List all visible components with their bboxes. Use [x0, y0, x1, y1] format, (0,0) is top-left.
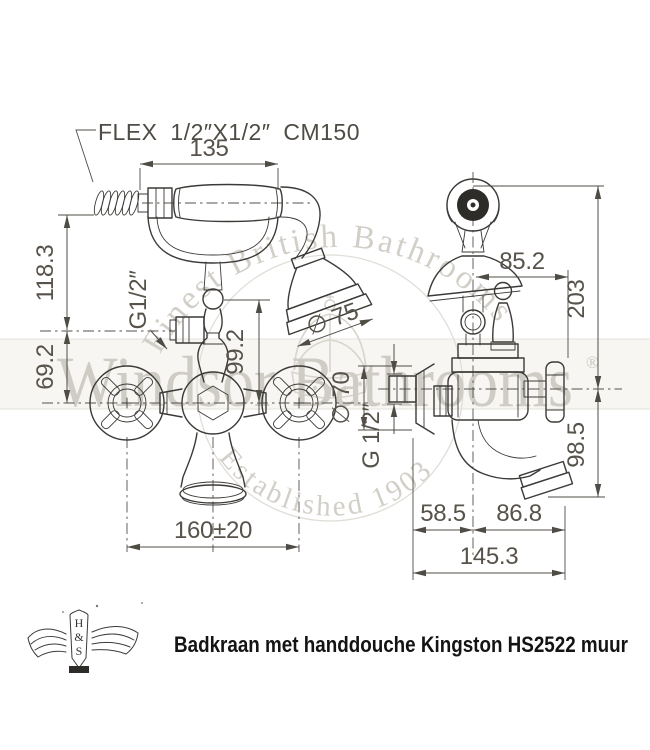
handshower-handle: [173, 183, 321, 260]
right-wing-icon: [91, 626, 139, 655]
hex-nut: [197, 385, 229, 421]
logo-letter-h: H: [75, 616, 84, 630]
svg-text:G1/2″: G1/2″: [125, 270, 152, 330]
dim-69-2: 69.2: [32, 331, 71, 403]
cross-handle-edge: [545, 361, 565, 423]
flex-label: FLEX 1/2″X1/2″ CM150: [98, 119, 360, 145]
coupling-nut: [433, 385, 453, 417]
spout-front: [180, 432, 198, 488]
svg-text:118.3: 118.3: [32, 245, 59, 302]
svg-text:160±20: 160±20: [174, 517, 252, 544]
dim-145-3: 145.3: [413, 543, 565, 577]
svg-text:135: 135: [189, 135, 228, 162]
dim-99-2: 99.2: [222, 299, 270, 403]
logo-letter-amp: &: [74, 630, 84, 644]
watermark-arc-bottom: Established 1903: [213, 442, 440, 523]
svg-text:203: 203: [563, 279, 590, 318]
svg-text:145.3: 145.3: [460, 543, 519, 570]
watermark-arc-top: Finest British Bathrooms: [136, 219, 521, 359]
svg-text:85.2: 85.2: [499, 248, 545, 275]
left-wing-icon: [27, 628, 67, 658]
dim-135: 135: [139, 135, 279, 190]
footer: H & S Badkraan met handdouche Kingston H…: [27, 602, 628, 673]
dim-203: 203: [563, 186, 602, 389]
watermark-seal-circle: [196, 254, 464, 522]
dim-g12-front: G1/2″: [125, 270, 168, 350]
spout-side: [451, 419, 574, 500]
dim-g12-side: G 1/2″: [358, 344, 402, 469]
watermark-brand-text: Windsor Bathrooms: [57, 342, 573, 422]
flex-annotation: FLEX 1/2″X1/2″ CM150: [75, 119, 360, 183]
svg-text:99.2: 99.2: [222, 329, 249, 375]
side-view-drawing: [378, 172, 622, 556]
dim-86-8: 86.8: [473, 500, 565, 534]
valve-body-front: [89, 365, 337, 506]
handshower-head: ∅ 75: [285, 247, 373, 347]
product-caption: Badkraan met handdouche Kingston HS2522 …: [174, 632, 628, 657]
valve-body-side: [388, 343, 565, 435]
hose-outlet: [169, 316, 205, 344]
holder-and-lever: [460, 281, 516, 351]
dim-head-diameter: ∅ 75: [303, 297, 362, 341]
dim-160-20: 160±20: [127, 517, 299, 551]
svg-text:G 1/2″: G 1/2″: [358, 403, 385, 469]
dim-118-3: 118.3: [32, 214, 94, 330]
side-view-dimensions: 85.2 203 98.5 ∅ 70 G 1/2″ 58.5: [328, 185, 605, 580]
logo-banner: [69, 666, 89, 673]
wall-thread: [388, 375, 417, 403]
svg-text:69.2: 69.2: [32, 344, 59, 390]
lever-ball: [493, 281, 513, 301]
svg-text:86.8: 86.8: [496, 500, 542, 527]
svg-text:∅ 70: ∅ 70: [328, 371, 355, 424]
dim-98-5: 98.5: [548, 389, 605, 498]
dim-58-5: 58.5: [413, 500, 473, 534]
front-view-dimensions: FLEX 1/2″X1/2″ CM150 135 118.3 69.2 G1/2…: [32, 119, 360, 551]
watermark-registered-icon: ®: [586, 353, 599, 372]
hs-logo: H & S: [27, 602, 143, 673]
svg-text:58.5: 58.5: [420, 500, 466, 527]
svg-text:98.5: 98.5: [563, 422, 590, 468]
flex-hose: [93, 187, 173, 219]
logo-letter-s: S: [76, 644, 83, 658]
handshower-head-side: [427, 178, 523, 302]
dim-85-2: 85.2: [476, 248, 569, 358]
front-view-drawing: ∅ 75: [40, 183, 373, 552]
dim-dia-70: ∅ 70: [328, 365, 412, 431]
